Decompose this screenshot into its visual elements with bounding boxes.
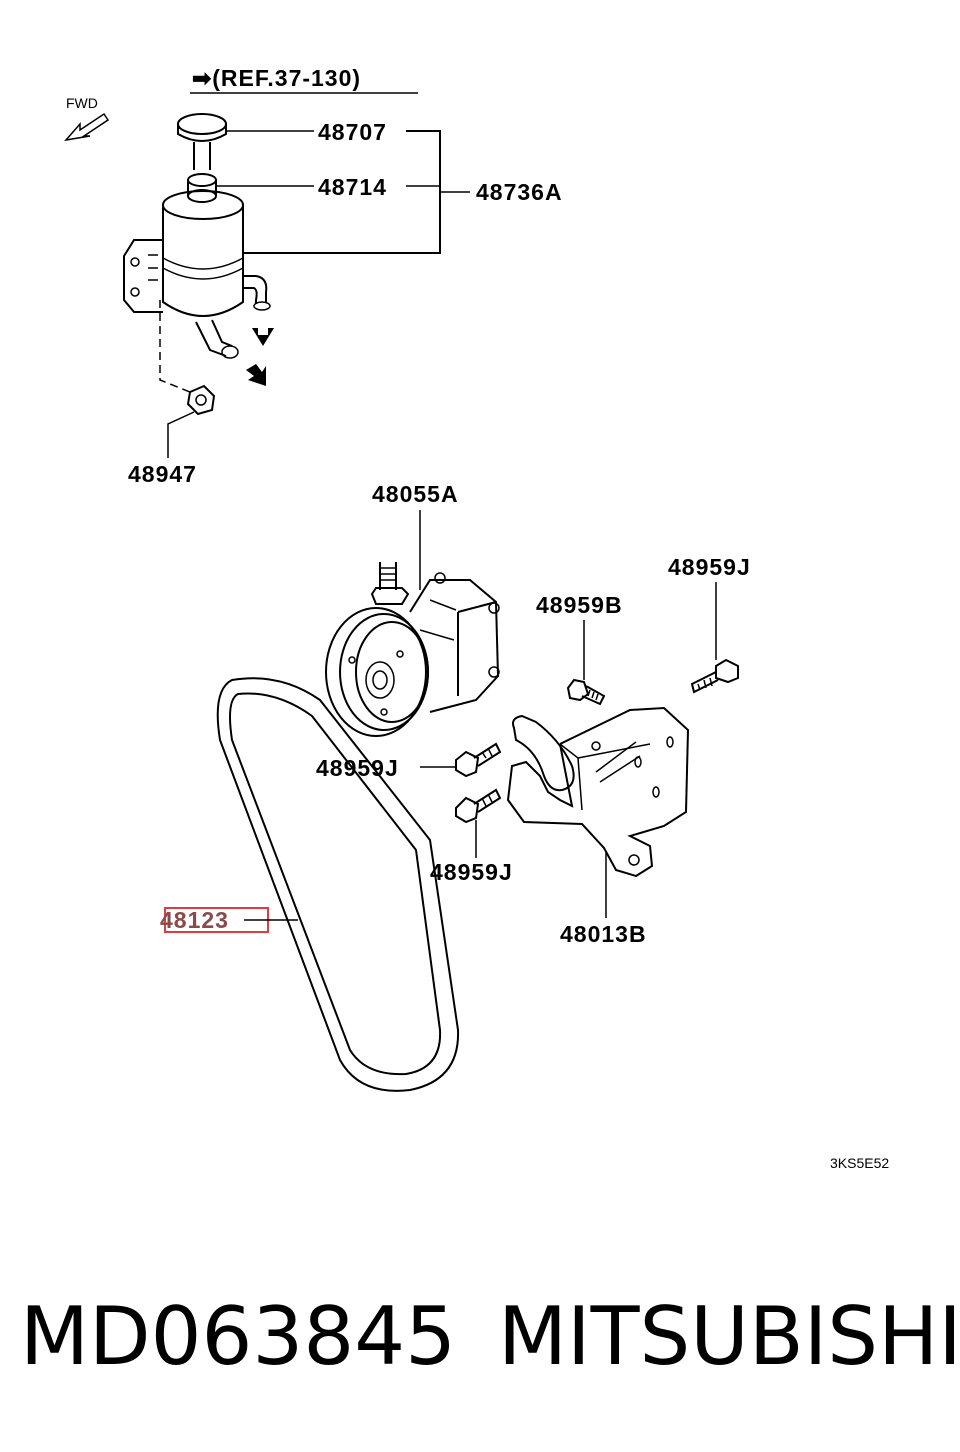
label-48959J-mid: 48959J (316, 755, 399, 781)
label-48714: 48714 (318, 174, 387, 200)
brand-name: MITSUBISHI (498, 1290, 960, 1383)
nut-48947 (186, 384, 216, 416)
ref-label: ➡(REF.37-130) (192, 65, 361, 91)
bracket-48013B (506, 706, 690, 878)
label-48055A: 48055A (372, 481, 459, 507)
label-48736A: 48736A (476, 179, 563, 205)
label-48959J-top: 48959J (668, 554, 751, 580)
bolt-48959J-mid (455, 742, 502, 778)
bolt-48959J-low (455, 788, 502, 824)
diagram-code: 3KS5E52 (830, 1155, 889, 1171)
bolt-48959J-top (690, 658, 739, 694)
label-48959B: 48959B (536, 592, 623, 618)
dashed-guide (159, 300, 191, 393)
v-belt-48123 (216, 677, 460, 1092)
label-48947: 48947 (128, 461, 197, 487)
label-48013B: 48013B (560, 921, 647, 947)
label-48959J-low: 48959J (430, 859, 513, 885)
part-number: MD063845 (20, 1290, 457, 1383)
power-steering-pump (325, 562, 500, 737)
fwd-label: FWD (66, 95, 98, 111)
bolt-48959B (566, 678, 606, 706)
leader-48947 (167, 411, 195, 458)
reservoir-tank (123, 113, 274, 386)
footer: MD063845 MITSUBISHI (20, 1290, 960, 1390)
label-48707: 48707 (318, 119, 387, 145)
fwd-arrow-icon (64, 112, 110, 142)
label-48123: 48123 (160, 907, 229, 933)
